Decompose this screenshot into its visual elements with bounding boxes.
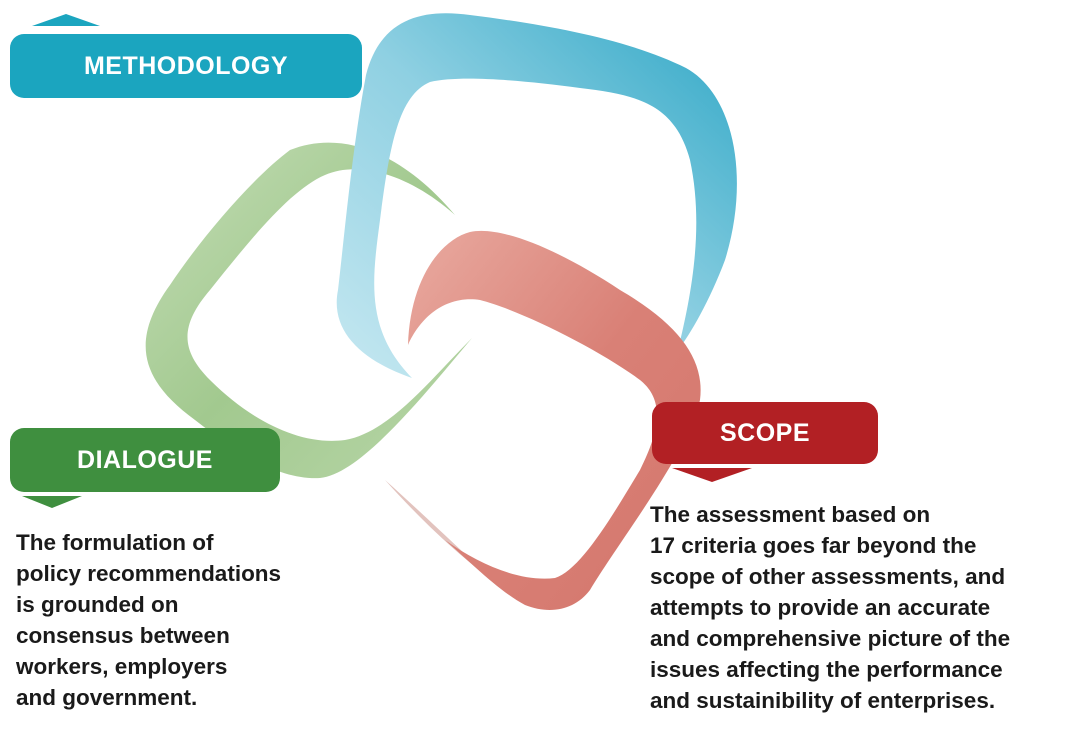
dialogue-pointer-icon (22, 496, 82, 508)
red-loop (408, 230, 701, 610)
scope-title: SCOPE (719, 418, 811, 447)
scope-pointer-icon (672, 468, 752, 482)
dialogue-title: DIALOGUE (77, 445, 213, 474)
green-loop (145, 142, 473, 479)
methodology-label: METHODOLOGY (10, 34, 362, 98)
dialogue-description: The formulation of policy recommendation… (16, 530, 282, 710)
blue-loop (336, 13, 737, 378)
methodology-title: METHODOLOGY (83, 51, 289, 80)
dialogue-label: DIALOGUE (10, 428, 280, 492)
scope-label: SCOPE (652, 402, 878, 464)
green-loop-tail (385, 480, 500, 585)
scope-description: The assessment based on 17 criteria goes… (650, 502, 1011, 713)
methodology-pointer-icon (32, 14, 100, 26)
